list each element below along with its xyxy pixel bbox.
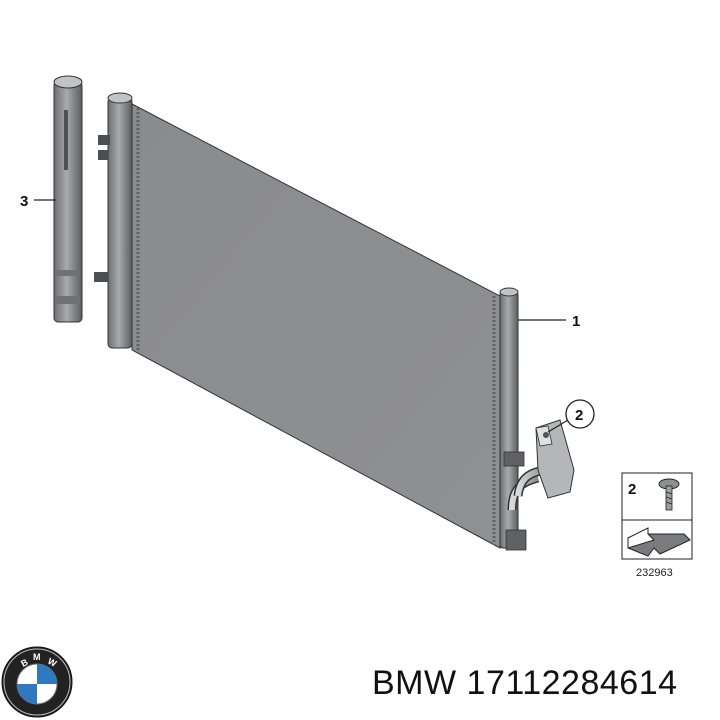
detail-box: 2 232963 <box>621 472 693 579</box>
bracket-part <box>507 419 575 511</box>
detail-box-number: 2 <box>628 481 636 498</box>
dryer-part <box>53 75 83 323</box>
assembly-arrow-icon <box>627 527 691 557</box>
svg-text:M: M <box>33 652 41 662</box>
callout-2-label: 2 <box>575 407 583 424</box>
callout-3-label: 3 <box>20 193 28 210</box>
diagram-code: 232963 <box>636 567 673 579</box>
svg-text:B: B <box>19 657 30 669</box>
bmw-logo: B M W <box>1 646 73 718</box>
leader-lines <box>34 199 569 433</box>
callout-2-circle <box>565 399 595 429</box>
callout-1-label: 1 <box>572 313 580 330</box>
condenser-part <box>94 92 527 551</box>
screw-icon <box>658 478 680 511</box>
part-number-text: BMW 17112284614 <box>372 664 678 702</box>
